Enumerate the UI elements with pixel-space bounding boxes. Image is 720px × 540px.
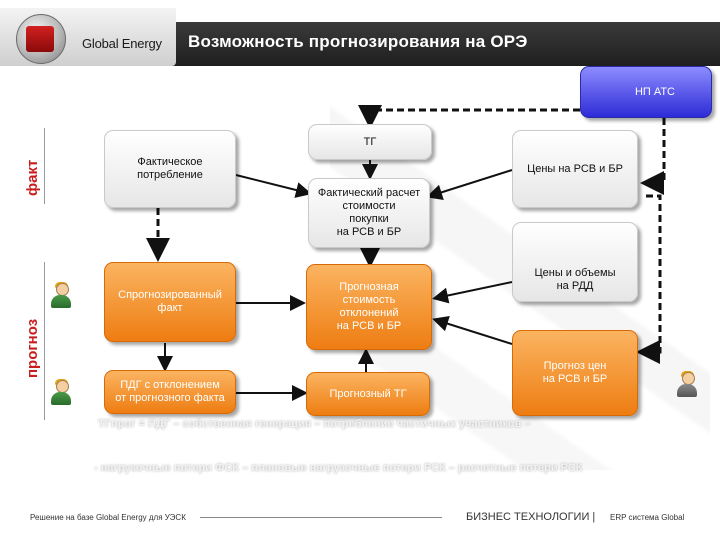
arrow-prices-to-priceforecast	[636, 194, 662, 364]
node-prices-rsv-br: Цены на РСВ и БР	[512, 130, 638, 208]
node-np-ats: НП АТС	[580, 66, 712, 118]
node-pdg-deviation: ПДГ с отклонением от прогнозного факта	[104, 370, 236, 414]
footer-divider	[200, 517, 442, 518]
arrow-npats-to-prices	[640, 96, 666, 195]
footer-caption: Решение на базе Global Energy для УЭСК	[30, 513, 186, 522]
page-title: Возможность прогнозирования на ОРЭ	[188, 32, 528, 51]
arrow-priceforecast-to-cost	[432, 315, 513, 345]
brand-name: Global Energy	[82, 36, 162, 51]
node-forecast-fact: Спрогнозированный факт	[104, 262, 236, 342]
node-np-ats-label: НП АТС	[634, 85, 675, 98]
node-prices-rsv-br-label: Цены на РСВ и БР	[527, 162, 623, 175]
arrow-prices-to-calc	[426, 169, 513, 200]
node-actual-consumption-label: Фактическое потребление	[137, 156, 203, 181]
node-forecast-prices: Прогноз цен на РСВ и БР	[512, 330, 638, 416]
node-forecast-tg-label: Прогнозный ТГ	[329, 387, 407, 400]
logo-emblem	[26, 26, 54, 52]
user-icon	[676, 371, 698, 398]
user-icon	[50, 282, 72, 309]
arrow-consumption-to-calc	[235, 174, 312, 198]
fact-bracket-line	[44, 128, 45, 204]
arrow-npats-to-tg	[358, 96, 590, 129]
node-tg: ТГ	[308, 124, 432, 160]
node-forecast-deviation-cost: Прогнозная стоимость отклонений на РСВ и…	[306, 264, 432, 350]
node-pdg-deviation-label: ПДГ с отклонением от прогнозного факта	[115, 379, 225, 404]
node-forecast-tg: Прогнозный ТГ	[306, 372, 430, 416]
footer-product: ERP система Global	[610, 513, 685, 522]
company-logo-icon	[16, 14, 66, 64]
node-tg-label: ТГ	[363, 135, 377, 148]
node-forecast-fact-label: Спрогнозированный факт	[118, 289, 222, 314]
node-prices-volumes-rdd-label: Цены и объемы на РДД	[534, 267, 616, 292]
arrow-rdd-to-cost	[432, 281, 513, 304]
node-prices-volumes-rdd: Цены и объемы на РДД	[512, 222, 638, 302]
node-actual-consumption: Фактическое потребление	[104, 130, 236, 208]
user-icon	[50, 379, 72, 406]
formula-line-1: ТГпрог = ПДГ – собственная генерация – п…	[98, 418, 531, 430]
node-forecast-prices-label: Прогноз цен на РСВ и БР	[542, 360, 608, 385]
node-actual-cost-calc-label: Фактический расчет стоимости покупки на …	[317, 187, 421, 238]
forecast-bracket-line	[44, 262, 45, 420]
footer-company: БИЗНЕС ТЕХНОЛОГИИ |	[466, 511, 596, 523]
node-actual-cost-calc: Фактический расчет стоимости покупки на …	[308, 178, 430, 248]
formula-line-2: - нагрузочные потери ФСК – плановые нагр…	[94, 462, 583, 474]
node-forecast-deviation-cost-label: Прогнозная стоимость отклонений на РСВ и…	[336, 281, 402, 332]
